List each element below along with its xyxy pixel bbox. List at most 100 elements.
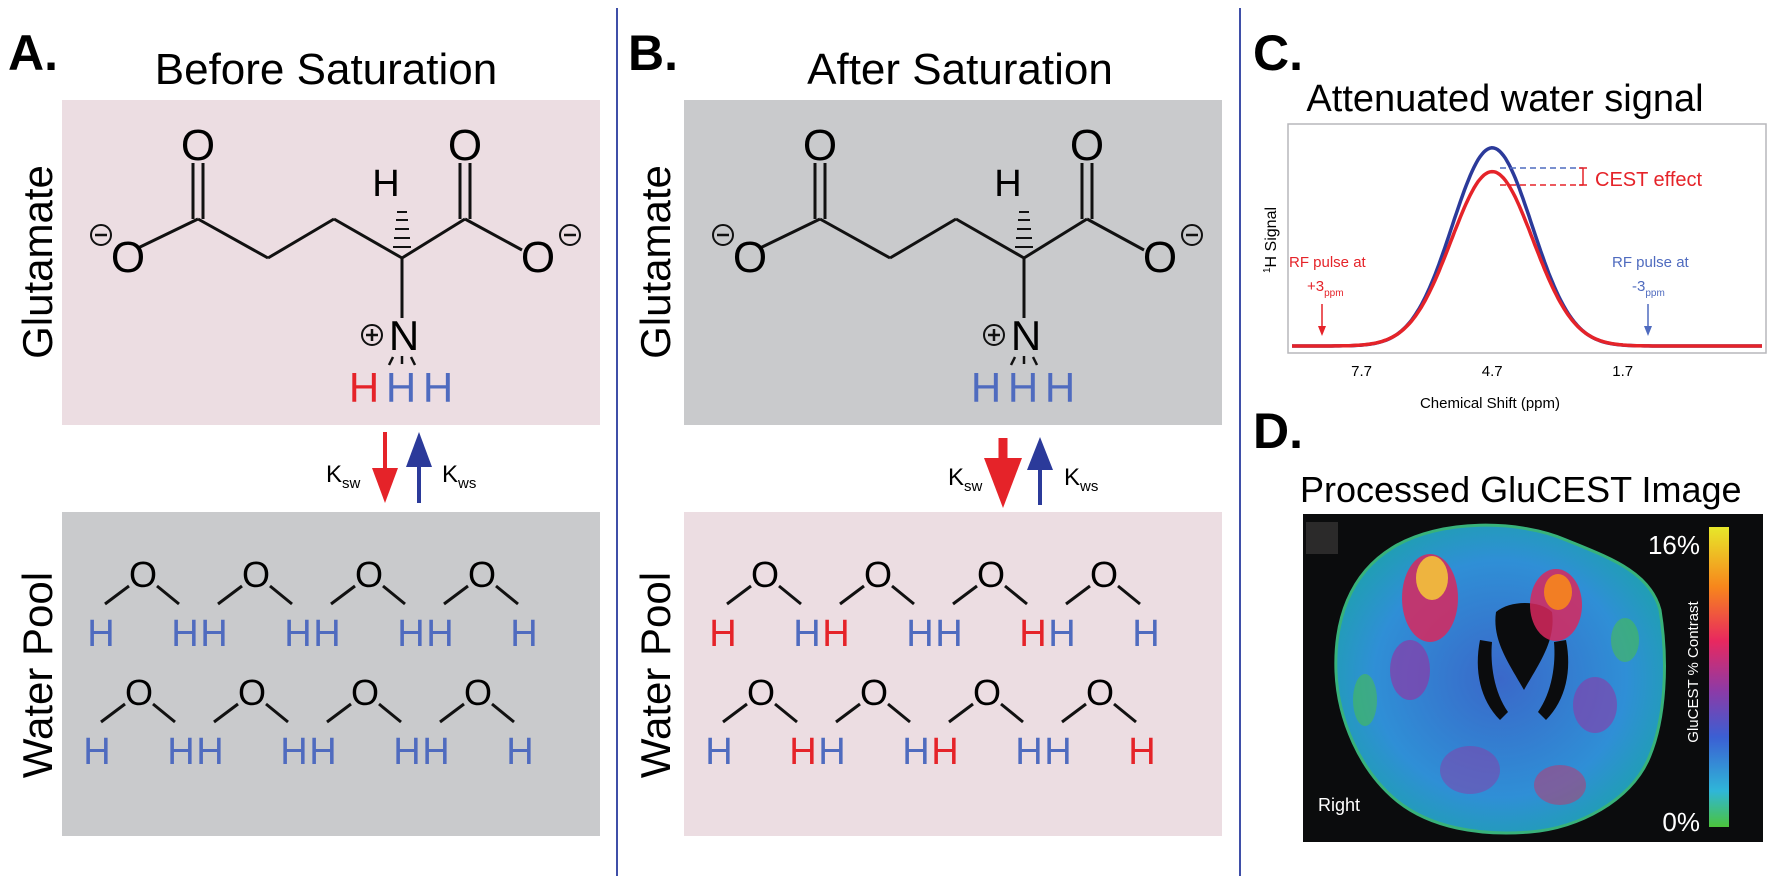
panel-c-title: Attenuated water signal (1306, 78, 1703, 120)
blue-up-arrow (1027, 437, 1053, 470)
water-hydrogen: H (280, 731, 307, 773)
glutamate-molecule-a: O O O O H N H H H (90, 121, 581, 411)
alpha-h: H (372, 163, 399, 205)
x-tick-label: 1.7 (1612, 363, 1633, 380)
svg-text:-3ppm: -3ppm (1632, 278, 1665, 299)
water-hydrogen: H (393, 731, 420, 773)
svg-text:Kws: Kws (1064, 464, 1098, 495)
water-hydrogen: H (709, 613, 736, 655)
water-hydrogen: H (935, 613, 962, 655)
attenuated-curve (1292, 169, 1762, 348)
image-corner-marker (1306, 522, 1338, 554)
colorbar (1709, 527, 1729, 827)
water-oxygen: O (747, 672, 775, 713)
water-oxygen: O (464, 672, 492, 713)
water-oxygen: O (864, 554, 892, 595)
svg-text:+3ppm: +3ppm (1307, 278, 1344, 299)
glutamate-label-a: Glutamate (14, 165, 61, 359)
k-ws-label-a: K (442, 461, 458, 488)
glutamate-molecule-b: O O O O H N H H H (712, 121, 1203, 411)
orientation-label: Right (1318, 795, 1360, 815)
water-oxygen: O (1090, 554, 1118, 595)
svg-text:Ksw: Ksw (948, 464, 983, 495)
water-hydrogen: H (1128, 731, 1155, 773)
rf-right-arrow-icon (1644, 304, 1652, 336)
exchange-arrows-b: Ksw Kws (948, 437, 1098, 508)
k-ws-label-b: K (1064, 464, 1080, 491)
brain-map (1334, 523, 1666, 835)
panel-a: A. Before Saturation Glutamate Water Poo… (8, 25, 600, 836)
plus-charge-icon (983, 324, 1005, 346)
glutamate-label-b: Glutamate (632, 165, 679, 359)
water-hydrogen: H (1048, 613, 1075, 655)
carboxylate-o-right: O (521, 233, 555, 282)
water-hydrogen: H (422, 731, 449, 773)
red-down-arrow (984, 458, 1022, 508)
k-sw-label-b: K (948, 464, 964, 491)
minus-charge-icon (712, 224, 734, 246)
water-hydrogen: H (902, 731, 929, 773)
plot-frame (1287, 123, 1767, 354)
water-oxygen: O (355, 554, 383, 595)
water-oxygen: O (238, 672, 266, 713)
plus-charge-icon (361, 324, 383, 346)
water-hydrogen: H (818, 731, 845, 773)
water-hydrogen: H (906, 613, 933, 655)
water-hydrogen: H (1015, 731, 1042, 773)
panel-a-letter: A. (8, 25, 58, 81)
k-sw-label-a: K (326, 461, 342, 488)
colorbar-max: 16% (1648, 530, 1700, 560)
water-hydrogen: H (1019, 613, 1046, 655)
water-hydrogen: H (309, 731, 336, 773)
water-oxygen: O (977, 554, 1005, 595)
x-tick-label: 4.7 (1482, 363, 1503, 380)
water-hydrogen: H (510, 613, 537, 655)
water-oxygen: O (468, 554, 496, 595)
water-hydrogen: H (200, 613, 227, 655)
carbonyl-o-right: O (448, 121, 482, 170)
colorbar-label: GluCEST % Contrast (1685, 600, 1702, 742)
y-axis-sup: 1 (1262, 267, 1273, 273)
blue-up-arrow (406, 432, 432, 467)
x-axis-label: Chemical Shift (ppm) (1420, 395, 1560, 412)
water-pool-label-b: Water Pool (632, 572, 679, 778)
water-hydrogen: H (506, 731, 533, 773)
exchange-arrows-a: Ksw Kws (326, 432, 476, 503)
water-oxygen: O (751, 554, 779, 595)
carboxylate-o-left: O (111, 233, 145, 282)
water-oxygen: O (125, 672, 153, 713)
water-oxygen: O (860, 672, 888, 713)
amine-h-3: H (423, 364, 453, 411)
panel-a-title: Before Saturation (155, 45, 497, 94)
carbonyl-o-left-b: O (803, 121, 837, 170)
water-hydrogen: H (426, 613, 453, 655)
panel-d: D. Processed GluCEST Image (1253, 403, 1763, 842)
glutamate-box-b (684, 100, 1222, 425)
water-molecule: OH H (818, 672, 929, 773)
water-hydrogen: H (1132, 613, 1159, 655)
water-molecule: OH H (426, 554, 537, 655)
water-oxygen: O (973, 672, 1001, 713)
y-axis-label: H Signal (1263, 207, 1280, 267)
water-hydrogen: H (167, 731, 194, 773)
water-oxygen: O (129, 554, 157, 595)
colorbar-min: 0% (1662, 807, 1700, 837)
amine-h-2-b: H (1008, 364, 1038, 411)
water-hydrogen: H (397, 613, 424, 655)
water-pool-box-a (62, 512, 600, 836)
rf-left-arrow-icon (1318, 304, 1326, 336)
minus-charge-icon (1181, 224, 1203, 246)
panel-c-letter: C. (1253, 25, 1303, 81)
